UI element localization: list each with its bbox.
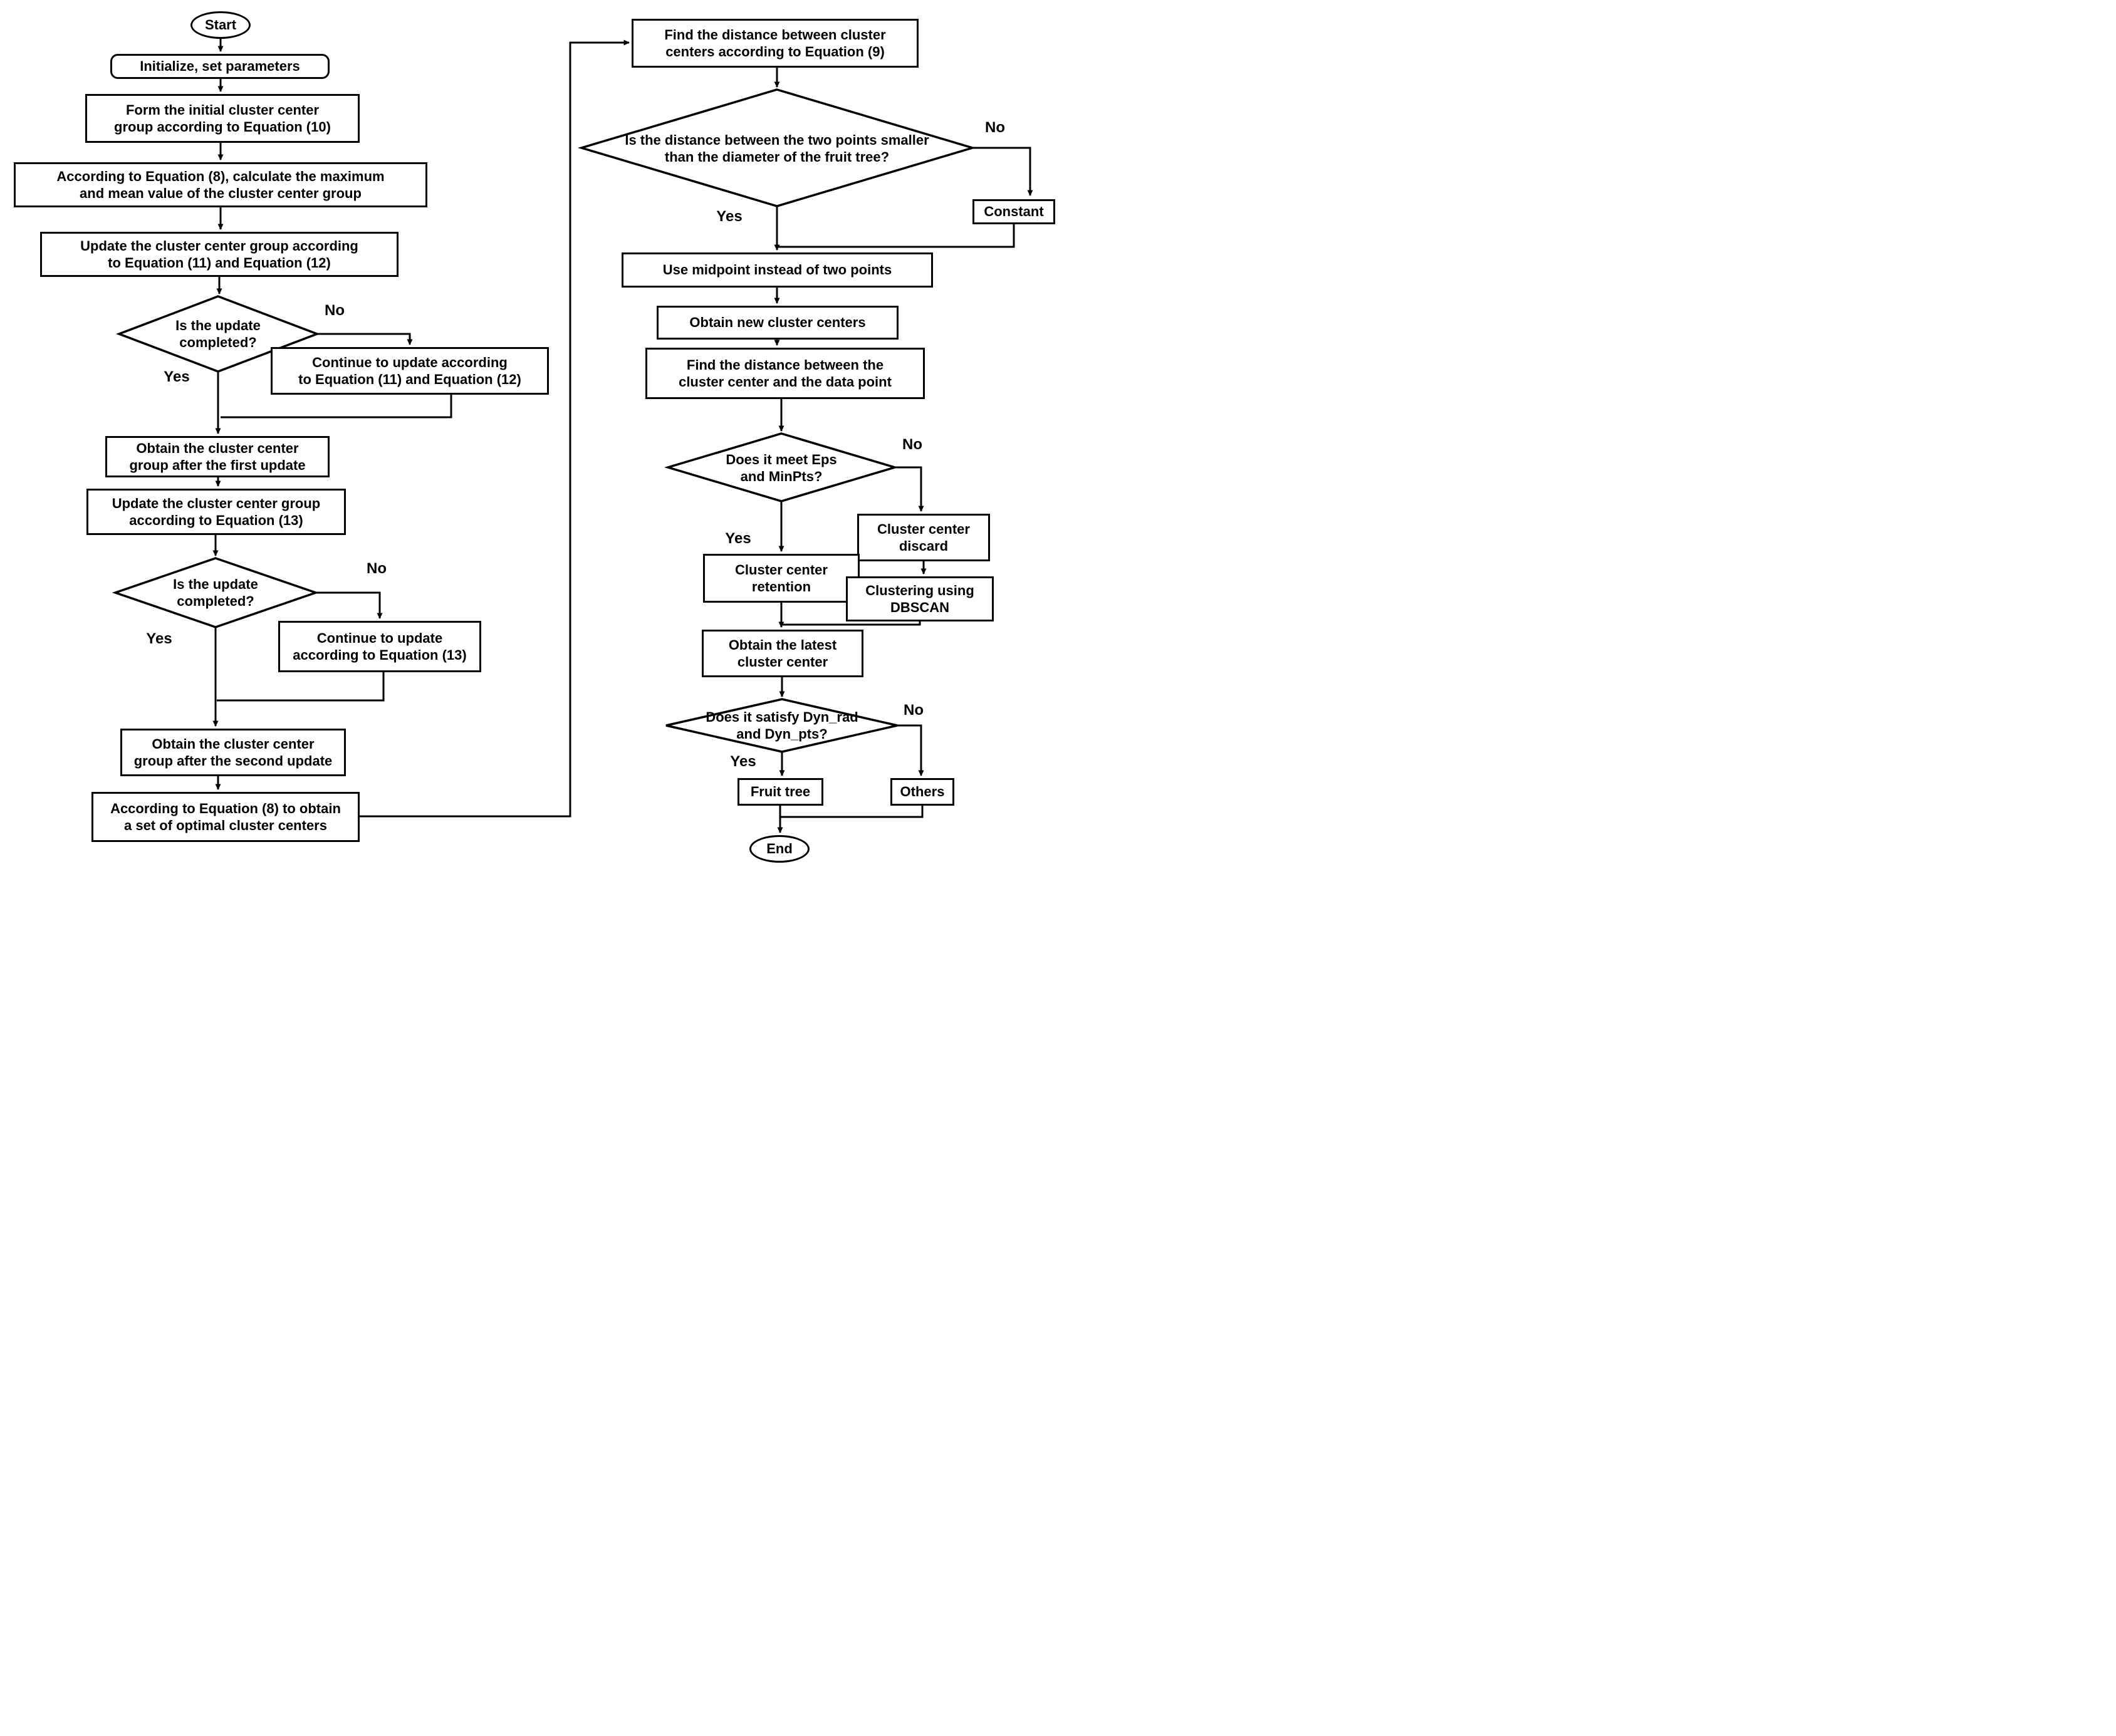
- branch-no-1: No: [325, 302, 345, 319]
- flowchart: Start Initialize, set parameters Form th…: [0, 0, 1058, 868]
- branch-no-4: No: [902, 436, 922, 453]
- branch-yes-3: Yes: [716, 208, 743, 225]
- update-eq11-12-step: Update the cluster center group accordin…: [40, 232, 399, 277]
- branch-yes-2: Yes: [146, 630, 172, 647]
- cluster-retention-step: Cluster center retention: [703, 554, 860, 603]
- branch-yes-5: Yes: [730, 753, 756, 770]
- form-initial-cluster-step: Form the initial cluster center group ac…: [85, 94, 360, 143]
- continue-eq13-step: Continue to update according to Equation…: [278, 621, 481, 672]
- find-distance-datapoint-step: Find the distance between the cluster ce…: [645, 348, 925, 399]
- obtain-latest-center-step: Obtain the latest cluster center: [702, 630, 863, 677]
- find-distance-eq9-step: Find the distance between cluster center…: [632, 19, 919, 68]
- start-terminator: Start: [190, 11, 251, 39]
- branch-yes-4: Yes: [725, 530, 751, 547]
- use-midpoint-step: Use midpoint instead of two points: [622, 252, 933, 288]
- obtain-first-update-step: Obtain the cluster center group after th…: [105, 436, 330, 477]
- calc-max-mean-step: According to Equation (8), calculate the…: [14, 162, 427, 207]
- end-terminator: End: [749, 835, 810, 863]
- dbscan-clustering-step: Clustering using DBSCAN: [846, 576, 994, 621]
- optimal-cluster-centers-step: According to Equation (8) to obtain a se…: [91, 792, 360, 842]
- cluster-discard-step: Cluster center discard: [857, 514, 990, 561]
- others-result: Others: [890, 778, 954, 806]
- fruit-tree-result: Fruit tree: [737, 778, 823, 806]
- flowchart-connectors: [112, 38, 1033, 833]
- branch-no-3: No: [985, 119, 1005, 136]
- branch-yes-1: Yes: [164, 368, 190, 385]
- continue-eq11-12-step: Continue to update according to Equation…: [271, 347, 549, 395]
- branch-no-5: No: [904, 702, 924, 719]
- obtain-second-update-step: Obtain the cluster center group after th…: [120, 729, 346, 776]
- update-eq13-step: Update the cluster center group accordin…: [86, 489, 346, 535]
- initialize-step: Initialize, set parameters: [110, 54, 330, 79]
- branch-no-2: No: [367, 560, 387, 577]
- obtain-new-centers-step: Obtain new cluster centers: [657, 306, 899, 340]
- constant-step: Constant: [972, 199, 1055, 224]
